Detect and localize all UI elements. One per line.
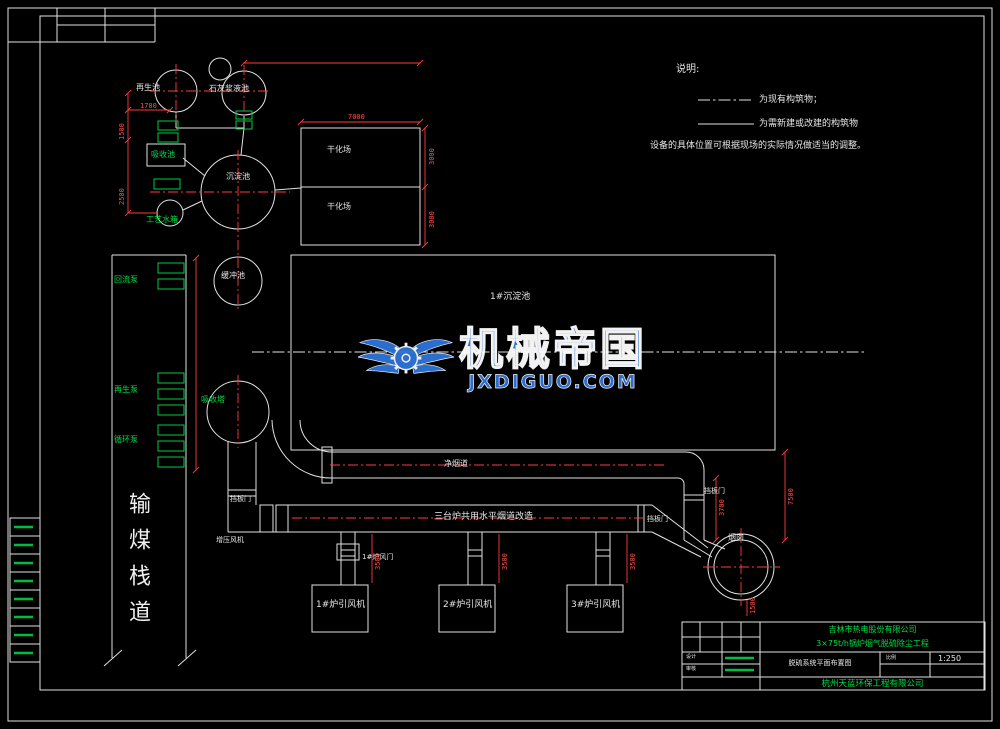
fan3-box <box>566 584 624 633</box>
booster-fan-box <box>259 504 274 533</box>
dimension-text: 3000 <box>428 211 436 228</box>
label-sediment-pool: 沉淀池 <box>226 172 250 181</box>
label-absorber-tower: 吸收塔 <box>201 395 225 404</box>
label-damper-2: 挡板门 <box>704 487 725 495</box>
titleblock-design-label: 设计 <box>686 654 697 660</box>
dimension-text: 3700 <box>718 499 726 516</box>
label-regen-pool: 再生池 <box>136 83 160 92</box>
outer-frame <box>7 7 993 722</box>
watermark: 机械帝国 JXDIGUO.COM <box>358 324 647 393</box>
gear-icon <box>393 346 419 371</box>
label-pump-circ: 循环泵 <box>114 435 138 444</box>
titleblock-scale-label: 比例 <box>886 655 897 661</box>
titleblock-frame <box>681 621 986 691</box>
dimension-text: 1500 <box>749 597 757 614</box>
label-booster-fan: 增压风机 <box>216 536 244 544</box>
equipment-tags <box>153 110 253 468</box>
label-fan-2: 2#炉引风机 <box>443 600 493 610</box>
dimension-lines <box>124 59 789 616</box>
elbow-outer <box>271 419 333 479</box>
structures-group <box>7 7 993 722</box>
red-centerlines <box>150 64 780 606</box>
label-fan-3: 3#炉引风机 <box>571 600 621 610</box>
legend-existing: 为现有构筑物； <box>759 95 823 105</box>
watermark-site-text: JXDIGUO.COM <box>468 371 638 393</box>
titleblock-company: 吉林市热电股份有限公司 <box>828 625 917 634</box>
label-big-sediment-pool: 1#沉淀池 <box>490 292 531 302</box>
label-absorption-pool: 吸收池 <box>151 150 175 159</box>
absorb-pool-box <box>146 143 186 167</box>
label-clean-flue: 净烟道 <box>444 459 468 468</box>
dimension-text: 1700 <box>140 102 157 110</box>
label-buffer-pool: 缓冲池 <box>221 271 245 280</box>
titleblock-drawing-title: 脱硫系统平面布置图 <box>788 659 852 667</box>
label-lime-slurry-pool: 石灰浆液池 <box>209 84 249 93</box>
elbow-inner <box>299 419 333 453</box>
dimension-text: 7000 <box>348 113 365 121</box>
watermark-wings-gear-icon <box>358 339 454 375</box>
legend-note: 设备的具体位置可根据现场的实际情况做适当的调整。 <box>650 141 867 151</box>
titleblock-scale-value: 1:250 <box>938 654 962 663</box>
label-chimney: 烟囱 <box>728 533 744 542</box>
watermark-brand-text: 机械帝国 <box>458 324 647 375</box>
legend-new: 为需新建或改建的构筑物 <box>759 119 859 129</box>
signature-marks <box>14 525 754 672</box>
buffer-pool-circle <box>213 256 263 306</box>
label-damper-1: 挡板门 <box>230 495 251 503</box>
label-drying-field-2: 干化场 <box>327 202 351 211</box>
dimension-text: 2500 <box>118 188 126 205</box>
titleblock-firm: 杭州天蓝环保工程有限公司 <box>821 679 924 689</box>
label-damper-3: 挡板门 <box>647 515 668 523</box>
fan2-box <box>438 584 496 633</box>
label-process-water-tank: 工艺水箱 <box>146 215 178 224</box>
fan1-box <box>311 584 369 633</box>
label-pump-reflux: 回流泵 <box>114 275 138 284</box>
label-drying-field-1: 干化场 <box>327 145 351 154</box>
label-furnace-damper: 1#炉风门 <box>362 553 394 561</box>
existing-centerlines <box>252 99 866 353</box>
label-fan-1: 1#炉引风机 <box>316 600 366 610</box>
titleblock-check-label: 审核 <box>686 666 697 672</box>
inner-frame <box>39 15 985 691</box>
titleblock-project: 3×75t/h锅炉烟气脱硫除尘工程 <box>816 639 929 648</box>
dimension-text: 7500 <box>787 488 795 505</box>
legend-title: 说明: <box>676 64 700 75</box>
label-horizontal-flue: 三台炉共用水平烟道改造 <box>434 512 534 522</box>
label-coal-trestle: 输煤栈道 <box>125 492 150 636</box>
dimension-text: 3500 <box>629 553 637 570</box>
small-tank-circle <box>208 57 232 81</box>
dimension-text: 3500 <box>374 553 382 570</box>
dimension-text: 3500 <box>501 553 509 570</box>
dimension-text: 1500 <box>118 123 126 140</box>
dimension-text: 3000 <box>428 148 436 165</box>
label-pump-regen: 再生泵 <box>114 385 138 394</box>
